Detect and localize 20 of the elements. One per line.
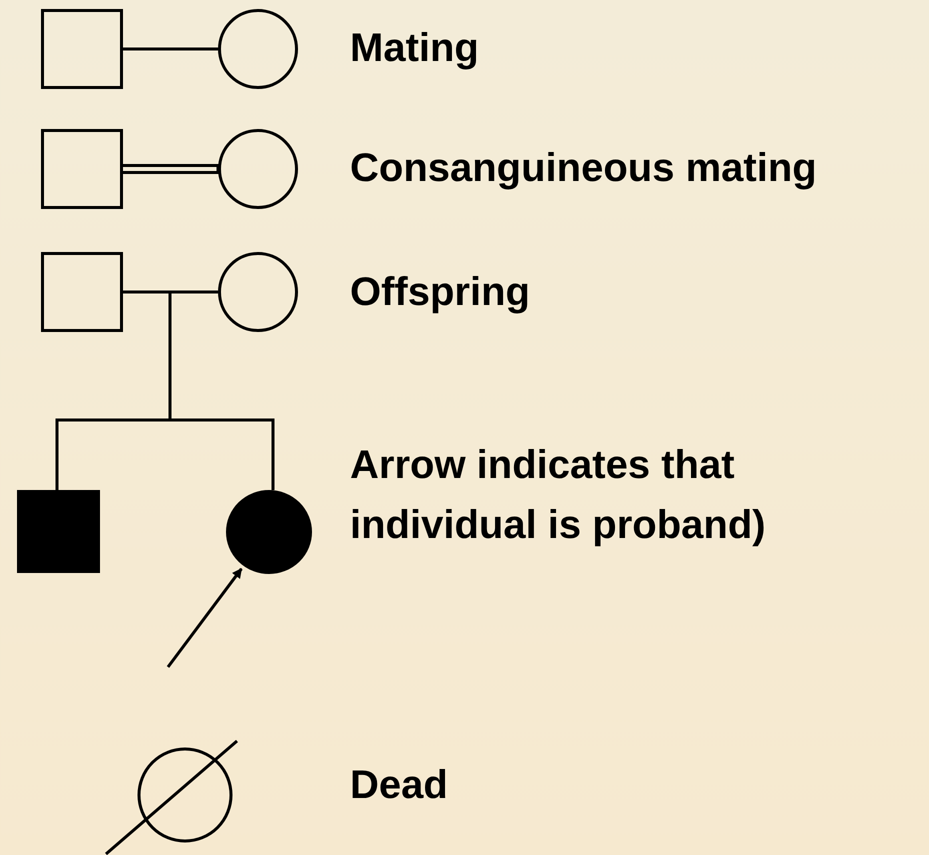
male-symbol — [41, 9, 123, 89]
male-symbol — [41, 252, 123, 332]
symbol-label: Mating — [350, 25, 479, 72]
deceased-symbol — [105, 740, 238, 855]
male-symbol — [41, 129, 123, 209]
female-symbol — [218, 252, 298, 332]
double-line — [122, 164, 220, 174]
mating-line — [123, 290, 218, 294]
affected-female-symbol — [226, 490, 312, 574]
descent-line — [56, 292, 172, 490]
symbol-label: Consanguineous mating — [350, 145, 817, 192]
female-symbol — [218, 9, 298, 89]
symbol-label: Arrow indicates that individual is proband) — [350, 442, 767, 549]
symbol-label: Offspring — [350, 269, 530, 316]
descent-line — [170, 418, 274, 490]
proband-arrow — [166, 568, 243, 668]
mating-line — [123, 48, 218, 50]
female-symbol — [218, 129, 298, 209]
affected-male-symbol — [17, 490, 100, 573]
symbol-label: Dead — [350, 762, 448, 809]
